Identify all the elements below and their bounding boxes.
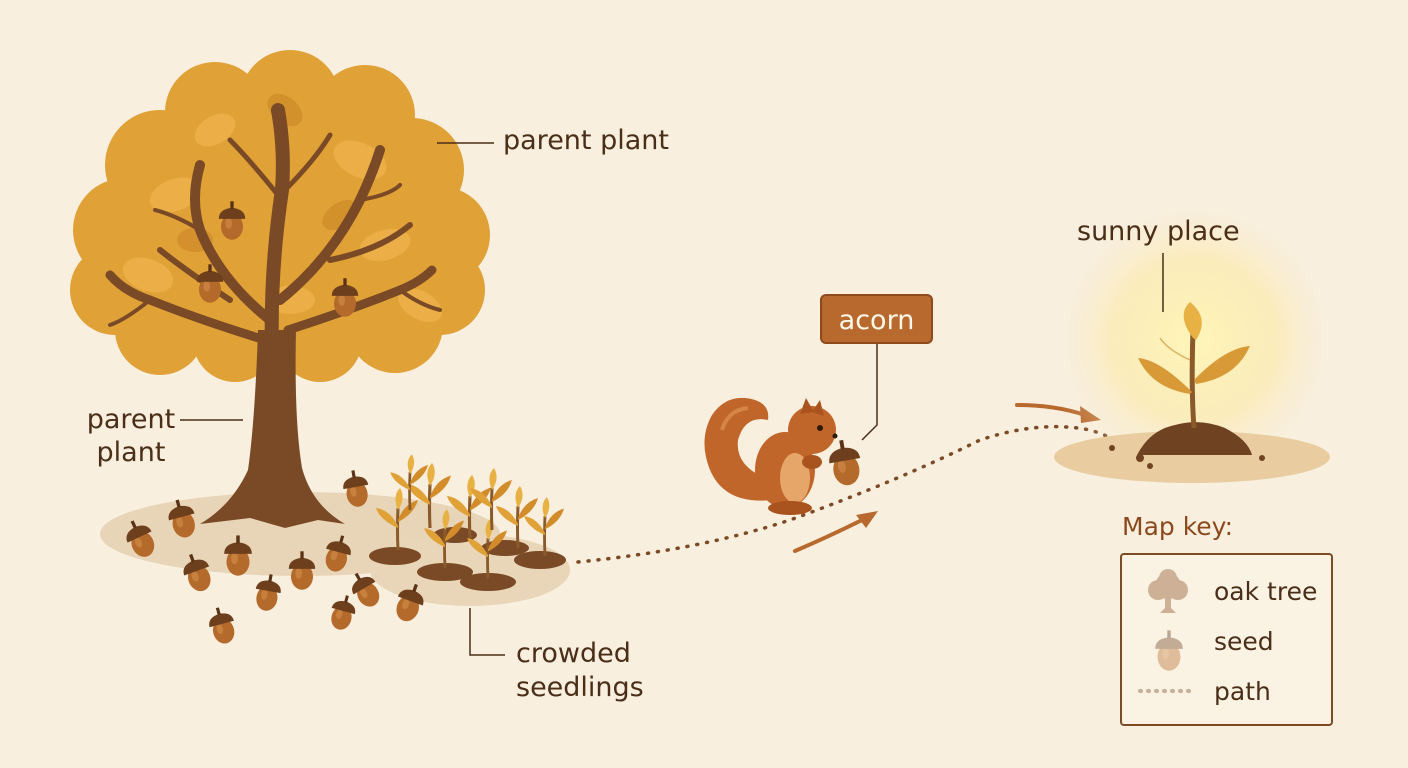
label-parent-plant-top: parent plant [503, 125, 669, 156]
map-key-label-path: path [1214, 677, 1271, 706]
crowded-seedlings-illustration [369, 452, 566, 591]
map-key-label-oak-tree: oak tree [1214, 577, 1318, 606]
dotted-path [576, 424, 1127, 564]
map-key-label-seed: seed [1214, 627, 1274, 656]
label-parent-plant-left-line1: parent [86, 404, 176, 435]
sunny-place-illustration [1045, 190, 1345, 490]
label-crowded-seedlings: crowded seedlings [516, 637, 644, 705]
map-key-item-path: path [1122, 671, 1331, 717]
map-key-item-seed: seed [1122, 621, 1331, 667]
oak-tree-illustration [70, 50, 490, 528]
label-sunny-place: sunny place [1077, 216, 1240, 247]
map-key-box: oak tree seed path [1120, 553, 1333, 726]
leader-lines [180, 142, 1164, 656]
label-acorn: acorn [820, 294, 933, 344]
label-crowded-line2: seedlings [516, 672, 644, 703]
label-parent-plant-left: parent plant [76, 403, 186, 469]
label-crowded-line1: crowded [516, 638, 631, 669]
map-key-item-oak-tree: oak tree [1122, 571, 1331, 617]
squirrel-illustration [704, 397, 865, 515]
label-parent-plant-left-line2: plant [96, 437, 166, 468]
map-key-title: Map key: [1122, 512, 1234, 541]
